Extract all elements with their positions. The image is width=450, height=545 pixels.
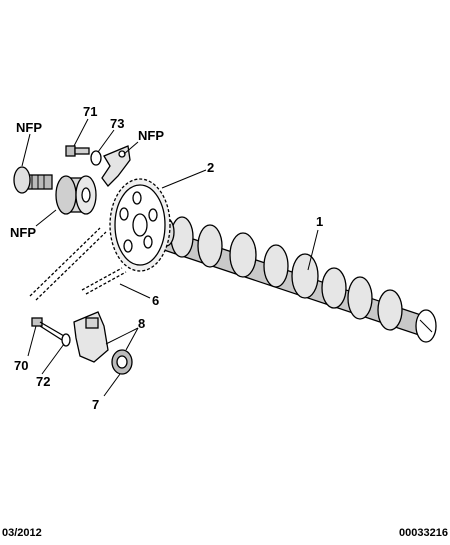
label-70: 70 [14, 358, 28, 373]
bracket [101, 145, 131, 187]
footer-date: 03/2012 [2, 527, 42, 539]
bolt-70 [31, 317, 65, 341]
center-bolt [13, 166, 53, 194]
timing-chain-upper [29, 227, 107, 301]
label-8: 8 [138, 316, 145, 331]
hub [55, 175, 97, 215]
label-7: 7 [92, 397, 99, 412]
label-2: 2 [207, 160, 214, 175]
chain-tensioner [73, 311, 109, 363]
label-nfp-bracket: NFP [138, 128, 164, 143]
label-72: 72 [36, 374, 50, 389]
camshaft-sprocket [109, 178, 171, 272]
label-nfp-hub: NFP [10, 225, 36, 240]
timing-chain-lower [81, 267, 127, 295]
washer-73 [90, 150, 102, 166]
footer-reference: 00033216 [399, 527, 448, 539]
bolt-71 [65, 145, 90, 157]
washer-72 [61, 333, 71, 347]
label-71: 71 [83, 104, 97, 119]
label-6: 6 [152, 293, 159, 308]
label-73: 73 [110, 116, 124, 131]
seal-7 [111, 349, 133, 375]
leader-lines [21, 118, 319, 397]
label-1: 1 [316, 214, 323, 229]
camshaft [151, 216, 437, 343]
label-nfp-bolt: NFP [16, 120, 42, 135]
